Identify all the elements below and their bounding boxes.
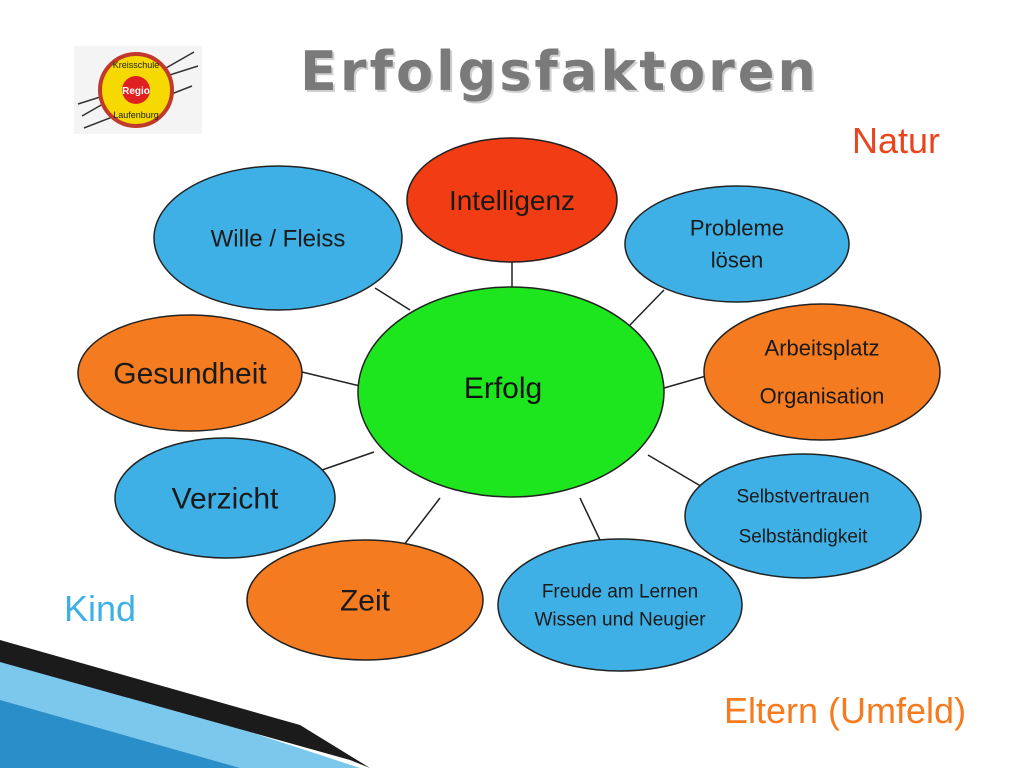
node-erfolg-label: Erfolg xyxy=(464,372,542,405)
node-wille-fleiss-ellipse xyxy=(153,165,403,311)
node-probleme-loesen-label-1: Probleme xyxy=(690,216,784,241)
node-freude-label-1: Freude am Lernen xyxy=(542,582,698,603)
node-selbstvertrauen-label-1: Selbstvertrauen xyxy=(736,487,869,508)
node-freude-label-2: Wissen und Neugier xyxy=(534,610,706,631)
node-verzicht-label-1: Verzicht xyxy=(172,483,279,516)
node-arbeitsplatz-label-1: Arbeitsplatz xyxy=(765,336,880,361)
node-verzicht-ellipse xyxy=(114,437,336,559)
node-erfolg: Erfolg xyxy=(357,286,665,498)
school-logo: Kreisschule Regio Laufenburg xyxy=(74,46,202,134)
node-gesundheit-label-1: Gesundheit xyxy=(113,358,267,391)
corner-stripe-blue xyxy=(0,700,240,768)
node-zeit: Zeit xyxy=(246,539,484,661)
node-probleme-loesen: Probleme lösen xyxy=(624,185,850,303)
node-selbstvertrauen-ellipse xyxy=(684,453,922,579)
node-wille-fleiss: Wille / Fleiss xyxy=(153,165,403,311)
connector-probleme xyxy=(629,289,665,326)
node-selbstvertrauen-label-2: Selbständigkeit xyxy=(739,527,869,548)
connector-zeit xyxy=(399,497,441,551)
node-intelligenz: Intelligenz xyxy=(406,137,618,263)
node-intelligenz-label-1: Intelligenz xyxy=(449,185,575,216)
connector-arbeitsplatz xyxy=(663,375,707,389)
node-probleme-loesen-label-2: lösen xyxy=(711,248,764,273)
node-arbeitsplatz-ellipse xyxy=(703,303,941,441)
node-probleme-loesen-ellipse xyxy=(624,185,850,303)
logo-text-middle: Regio xyxy=(122,86,150,97)
node-gesundheit: Gesundheit xyxy=(77,314,303,432)
connector-selbstvertrauen xyxy=(647,454,705,489)
logo-text-bottom: Laufenburg xyxy=(113,110,159,120)
connector-gesundheit xyxy=(301,371,361,387)
node-gesundheit-ellipse xyxy=(77,314,303,432)
connector-verzicht xyxy=(321,451,375,471)
page-title: Erfolgsfaktoren xyxy=(300,40,819,103)
logo-text-top: Kreisschule xyxy=(113,60,160,70)
label-natur: Natur xyxy=(852,120,941,161)
label-eltern: Eltern (Umfeld) xyxy=(724,690,967,731)
connector-lines xyxy=(301,262,707,551)
connector-freude xyxy=(579,497,601,541)
node-intelligenz-ellipse xyxy=(406,137,618,263)
node-zeit-label-1: Zeit xyxy=(340,585,391,618)
connector-wille-fleiss xyxy=(374,287,411,311)
corner-stripe-dark xyxy=(0,640,370,768)
node-arbeitsplatz-label-2: Organisation xyxy=(760,384,885,409)
label-kind: Kind xyxy=(64,588,137,629)
node-erfolg-ellipse xyxy=(357,286,665,498)
node-zeit-ellipse xyxy=(246,539,484,661)
node-verzicht: Verzicht xyxy=(114,437,336,559)
node-freude-ellipse xyxy=(497,538,743,672)
node-wille-fleiss-label-1: Wille / Fleiss xyxy=(211,225,346,252)
